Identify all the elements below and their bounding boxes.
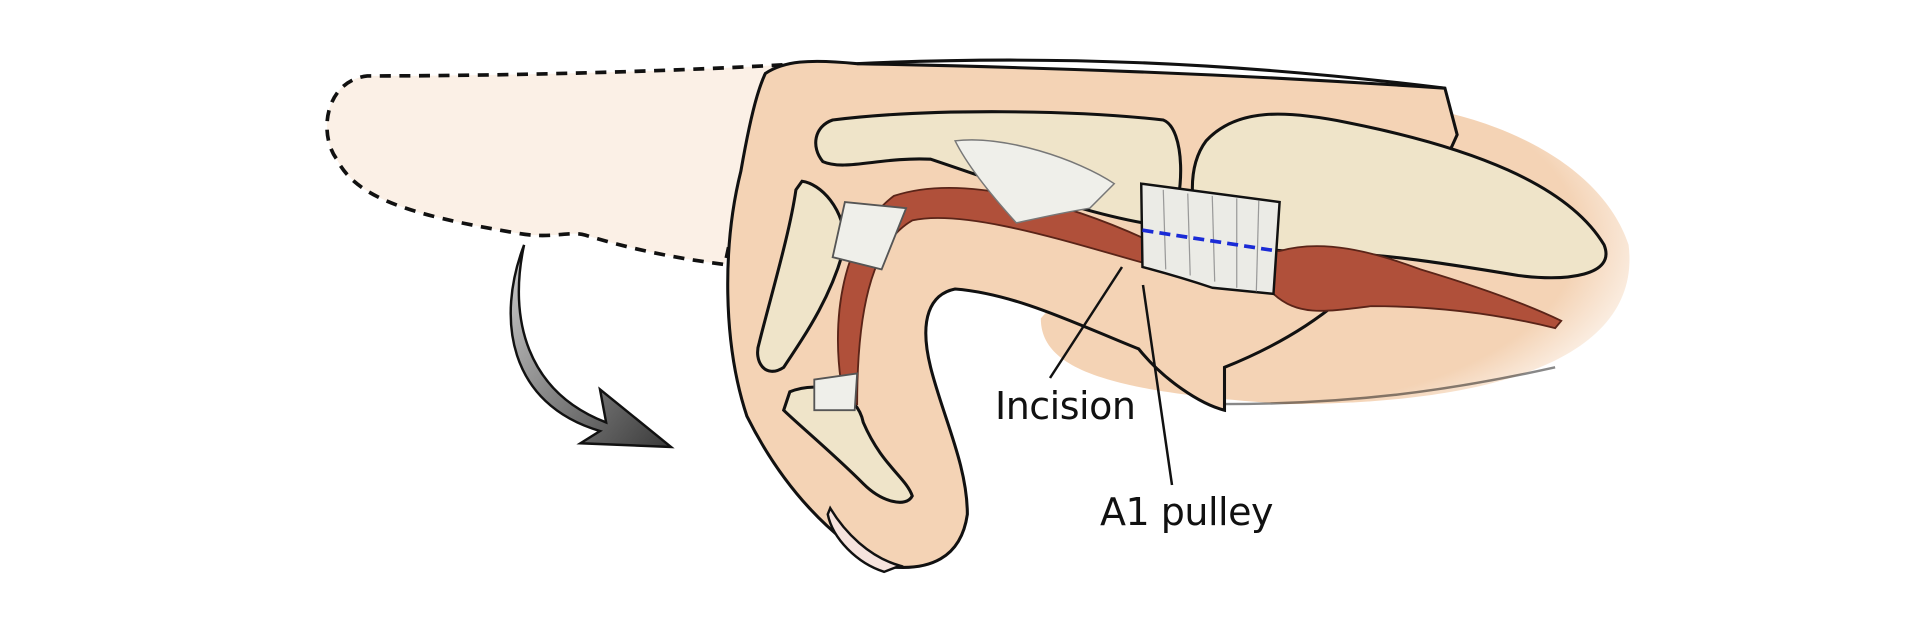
ligament — [813, 372, 859, 412]
flexion-arrow-icon — [509, 244, 675, 449]
ligament — [831, 201, 908, 271]
fingernail — [826, 505, 904, 574]
a1-pulley-leader-line — [1141, 284, 1174, 486]
a1-pulley — [1139, 182, 1281, 296]
a1-pulley-label: A1 pulley — [1100, 490, 1273, 534]
incision-line — [1142, 228, 1278, 253]
incision-label: Incision — [995, 384, 1136, 428]
extended-finger-outline — [325, 61, 803, 267]
incision-leader-line — [1048, 266, 1124, 379]
ligament — [953, 139, 1116, 224]
flexor-tendon — [837, 187, 1563, 406]
